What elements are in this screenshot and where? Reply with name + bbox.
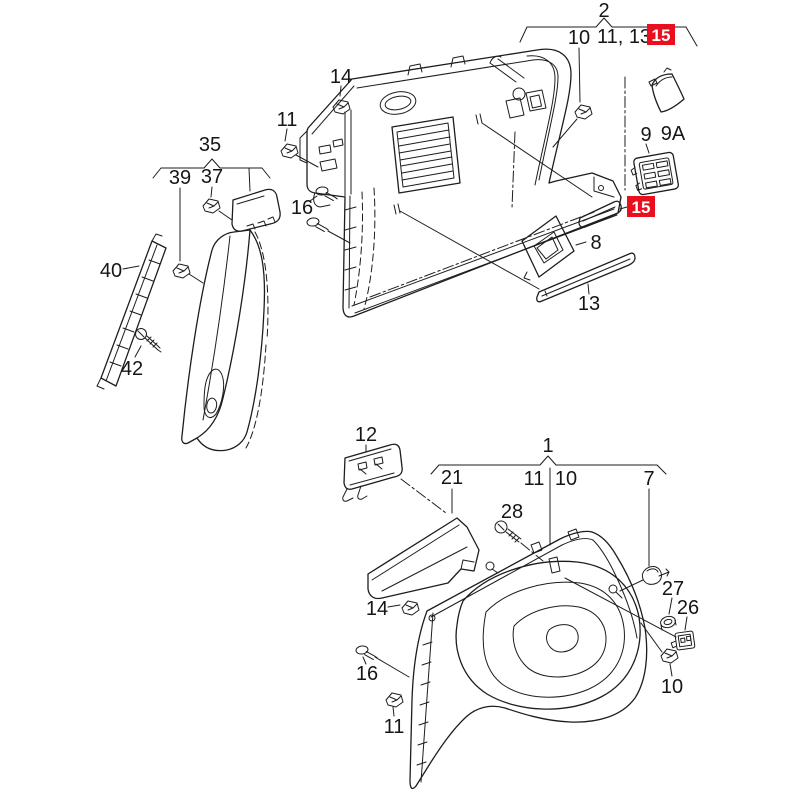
upper-trim-panel-drawing xyxy=(280,17,698,318)
callout-28: 28 xyxy=(501,501,523,523)
pillar-trim-assembly-drawing xyxy=(96,158,281,452)
callout-14-upper: 14 xyxy=(330,66,352,88)
callout-text: 8 xyxy=(590,232,601,254)
lower-trim-panel-drawing xyxy=(342,443,696,790)
callout-text: 42 xyxy=(121,358,143,380)
callout-text: 9A xyxy=(661,123,686,145)
strip-15-drawing xyxy=(578,200,622,228)
callout-text: 7 xyxy=(643,468,654,490)
bracket-35 xyxy=(152,158,271,179)
clip-14-lower-icon xyxy=(401,600,420,616)
callout-text: 11 xyxy=(524,468,545,490)
callout-26: 26 xyxy=(677,597,699,619)
panel-vent-grille xyxy=(391,116,461,194)
screw-42-icon xyxy=(135,328,162,353)
callout-16-upper: 16 xyxy=(291,197,313,219)
callout-10-upper: 10 xyxy=(568,27,590,49)
clip-11-bottom-icon xyxy=(385,692,404,708)
callout-35: 35 xyxy=(199,134,221,156)
callout-text: 16 xyxy=(291,197,313,219)
callout-15-mid-highlight: 15 xyxy=(627,196,655,217)
callout-9a: 9A xyxy=(661,123,686,145)
upper-panel-outline xyxy=(306,48,622,318)
cover-9a-drawing xyxy=(651,73,685,113)
callout-text: 16 xyxy=(356,663,378,685)
callout-text: 12 xyxy=(355,424,377,446)
callout-text: 26 xyxy=(677,597,699,619)
callout-text: 10 xyxy=(568,27,590,49)
rail-40-drawing xyxy=(96,233,167,390)
strip-13-drawing xyxy=(536,252,636,303)
callout-text: 11 xyxy=(277,109,298,131)
lid-8-drawing xyxy=(521,215,575,281)
callout-27: 27 xyxy=(662,578,684,600)
callout-text: 35 xyxy=(199,134,221,156)
pillar-hole xyxy=(203,368,225,418)
callout-text: 9 xyxy=(640,124,651,146)
callout-text: 10 xyxy=(555,468,577,490)
callout-text: 1 xyxy=(542,435,553,457)
bracket-2 xyxy=(519,17,698,47)
callout-21: 21 xyxy=(441,467,463,489)
callout-13: 13 xyxy=(578,293,600,315)
bracket-12-drawing xyxy=(342,443,403,502)
rivet-16-lower-icon xyxy=(355,643,378,663)
right-small-parts-drawing xyxy=(521,67,685,303)
callout-text: 14 xyxy=(330,66,352,88)
callout-11-13: 11, 13 xyxy=(597,26,651,48)
clip-37-icon xyxy=(202,198,221,214)
callout-15-upper-highlight: 15 xyxy=(647,24,675,45)
shelf-21-drawing xyxy=(367,517,480,600)
panel-oval-hole xyxy=(379,91,417,115)
clip-10-bottom-icon xyxy=(660,648,679,664)
callout-text: 39 xyxy=(169,167,191,189)
callout-7: 7 xyxy=(643,468,654,490)
callout-10-bottom: 10 xyxy=(661,676,683,698)
callout-text: 15 xyxy=(632,198,651,217)
callout-text: 11 xyxy=(384,716,405,738)
callout-1: 1 xyxy=(542,435,553,457)
callout-text: 15 xyxy=(652,26,671,45)
cap-7-icon xyxy=(619,566,670,592)
clip-10-upper-icon xyxy=(574,104,593,120)
callout-2: 2 xyxy=(598,0,609,22)
callout-14-lower: 14 xyxy=(366,598,388,620)
clip-11-upper-icon xyxy=(280,143,299,159)
callout-11-lower: 11 xyxy=(524,468,545,490)
retainer-26-icon xyxy=(670,630,696,651)
callout-text: 21 xyxy=(441,467,463,489)
callout-text: 28 xyxy=(501,501,523,523)
callout-11-bottom: 11 xyxy=(384,716,405,738)
highlight-box xyxy=(627,196,655,217)
callout-10-lower: 10 xyxy=(555,468,577,490)
highlight-box xyxy=(647,24,675,45)
callout-9: 9 xyxy=(640,124,651,146)
callout-42: 42 xyxy=(121,358,143,380)
callout-39: 39 xyxy=(169,167,191,189)
clip-39-icon xyxy=(172,263,191,279)
grommet-27-icon xyxy=(660,615,677,631)
lower-panel-outline xyxy=(409,530,648,790)
callout-40: 40 xyxy=(100,260,122,282)
callout-11-upper: 11 xyxy=(277,109,298,131)
screw-28-icon xyxy=(494,520,522,543)
callout-8: 8 xyxy=(590,232,601,254)
vent-9-drawing xyxy=(630,151,680,196)
callout-text: 11, 13 xyxy=(597,26,651,48)
callout-text: 10 xyxy=(661,676,683,698)
callout-text: 40 xyxy=(100,260,122,282)
callout-12: 12 xyxy=(355,424,377,446)
callout-text: 14 xyxy=(366,598,388,620)
callout-16-lower: 16 xyxy=(356,663,378,685)
pillar-blade xyxy=(181,229,251,445)
bracket-1 xyxy=(430,455,667,475)
callout-text: 2 xyxy=(598,0,609,22)
callout-37: 37 xyxy=(201,166,223,188)
callout-text: 37 xyxy=(201,166,223,188)
callout-text: 27 xyxy=(662,578,684,600)
callout-text: 13 xyxy=(578,293,600,315)
